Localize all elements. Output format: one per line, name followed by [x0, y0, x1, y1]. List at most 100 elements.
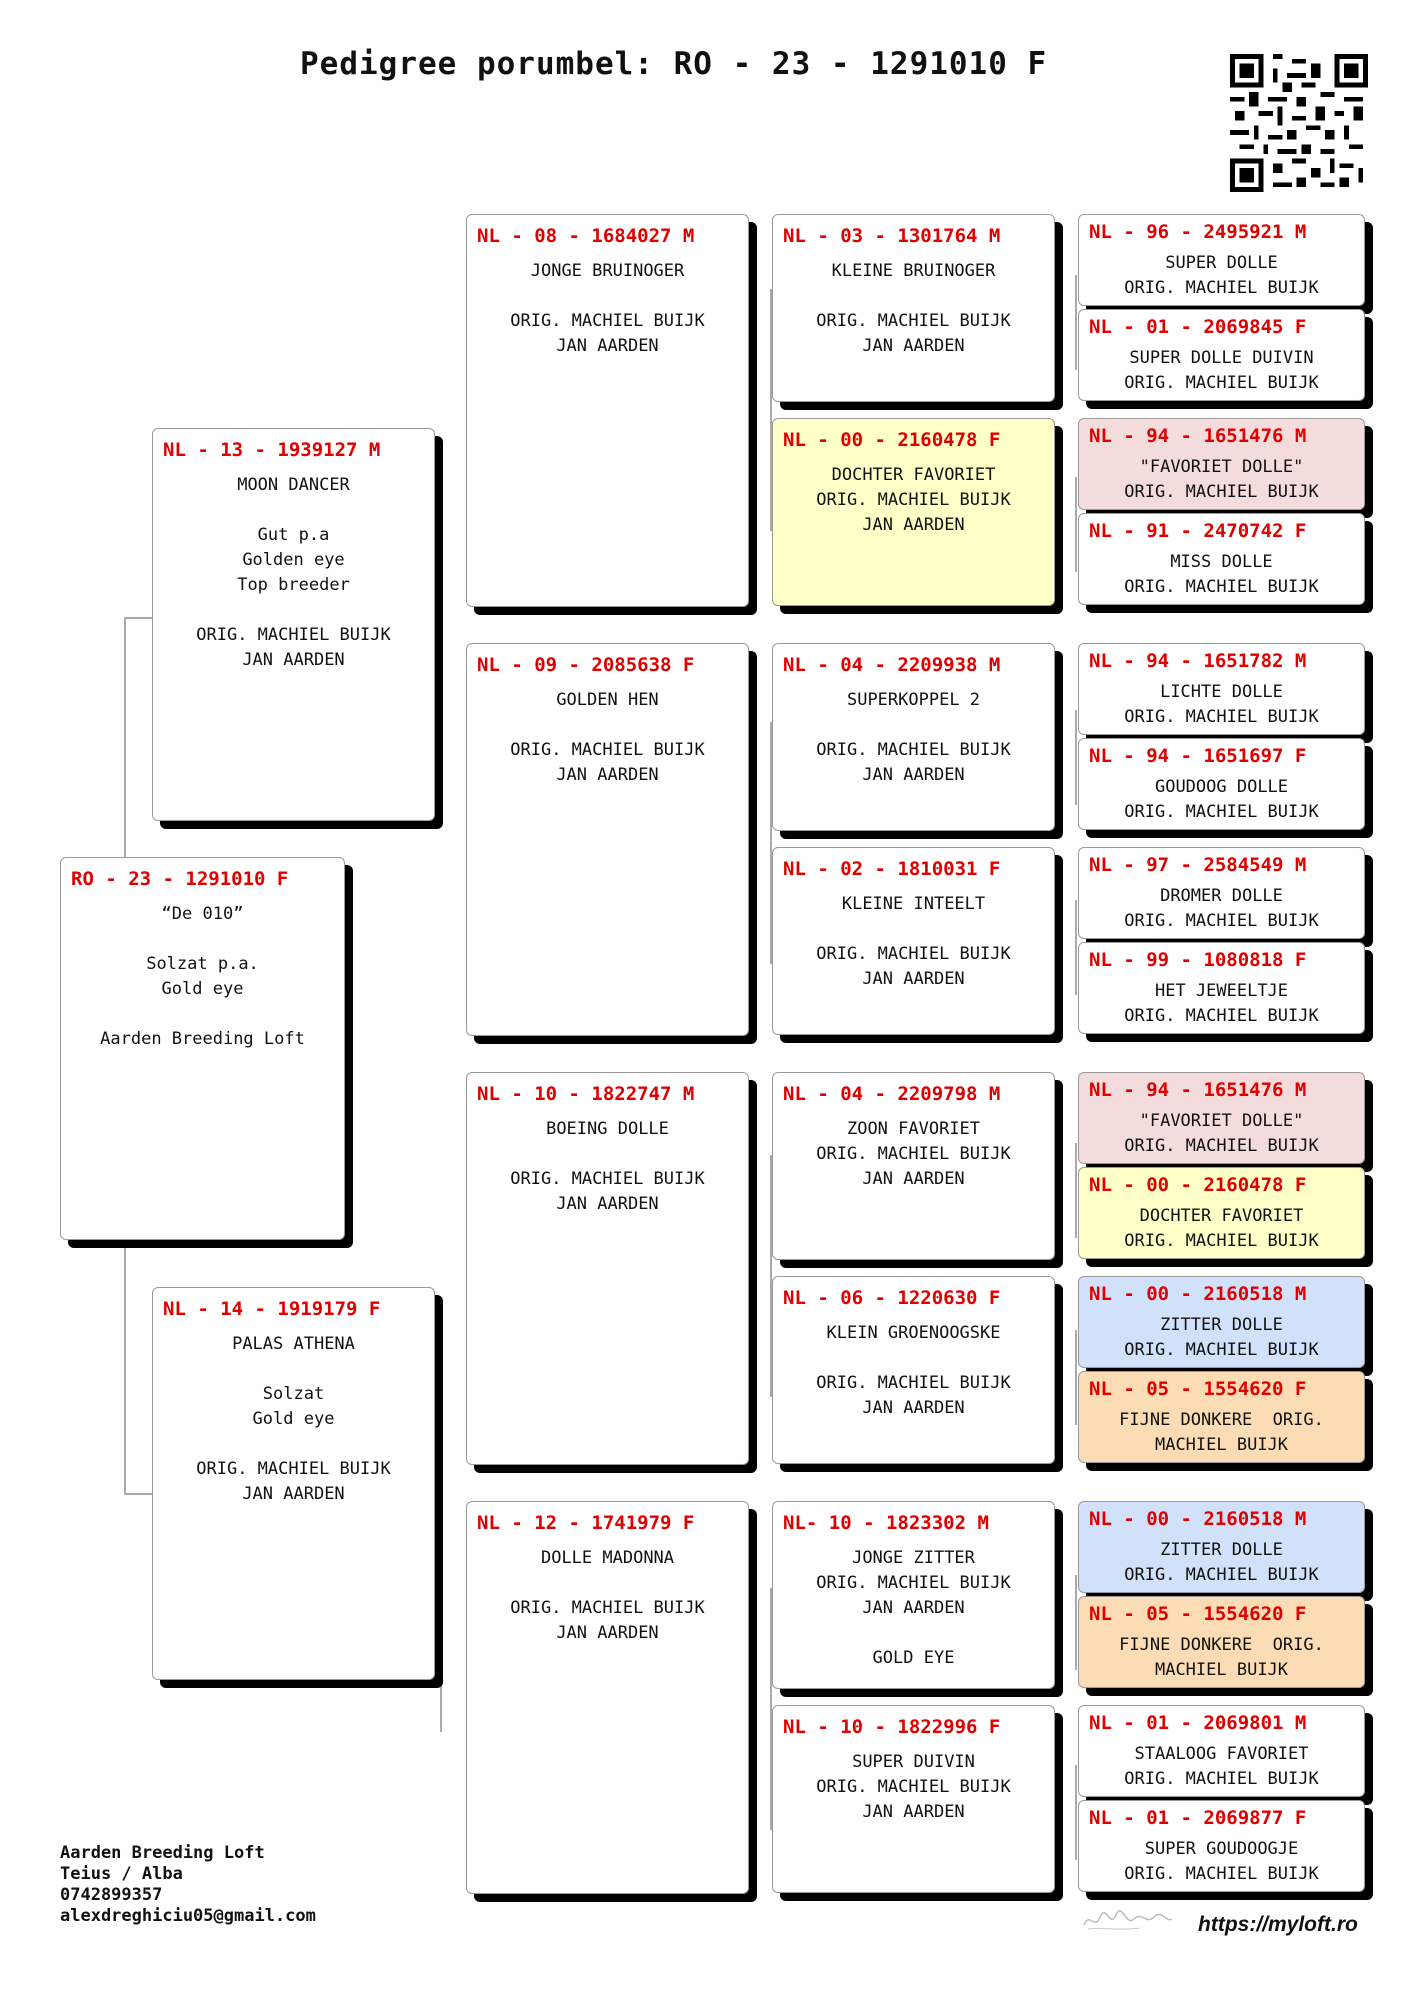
ring-number: NL - 09 - 2085638 F — [477, 654, 695, 676]
email-link[interactable]: alexdreghiciu05@gmail.com — [60, 1906, 316, 1926]
connector-line — [770, 1155, 772, 1397]
ring-number: NL - 99 - 1080818 F — [1089, 949, 1307, 971]
ring-number: NL - 00 - 2160478 F — [1089, 1174, 1307, 1196]
ring-number: NL - 03 - 1301764 M — [783, 225, 1001, 247]
pigeon-card-gen3[interactable]: NL - 08 - 1684027 M JONGE BRUINOGER ORIG… — [466, 214, 749, 607]
pigeon-card-gen4[interactable]: NL - 04 - 2209938 M SUPERKOPPEL 2 ORIG. … — [772, 643, 1055, 831]
qr-code-icon — [1230, 54, 1368, 192]
pigeon-card-gen5[interactable]: NL - 91 - 2470742 F MISS DOLLE ORIG. MAC… — [1078, 513, 1365, 605]
connector-line — [440, 1487, 442, 1732]
connector-line — [770, 722, 772, 964]
pigeon-card-gen4[interactable]: NL - 02 - 1810031 F KLEINE INTEELT ORIG.… — [772, 847, 1055, 1035]
pigeon-details: ZITTER DOLLE ORIG. MACHIEL BUIJK — [1124, 1540, 1319, 1585]
pigeon-details: FIJNE DONKERE ORIG. MACHIEL BUIJK — [1119, 1635, 1324, 1680]
connector-line — [1075, 275, 1077, 370]
pigeon-card-gen5[interactable]: NL - 00 - 2160478 F DOCHTER FAVORIET ORI… — [1078, 1167, 1365, 1259]
connector-line — [1075, 1575, 1077, 1670]
pigeon-card-gen5[interactable]: NL - 94 - 1651782 M LICHTE DOLLE ORIG. M… — [1078, 643, 1365, 735]
pigeon-card-gen5[interactable]: NL - 00 - 2160518 M ZITTER DOLLE ORIG. M… — [1078, 1276, 1365, 1368]
pigeon-card-sire[interactable]: NL - 13 - 1939127 M MOON DANCER Gut p.a … — [152, 428, 435, 821]
pigeon-details: SUPERKOPPEL 2 ORIG. MACHIEL BUIJK JAN AA… — [816, 690, 1011, 785]
pigeon-card-gen5[interactable]: NL - 05 - 1554620 F FIJNE DONKERE ORIG. … — [1078, 1371, 1365, 1463]
ring-number: NL - 05 - 1554620 F — [1089, 1603, 1307, 1625]
ring-number: NL - 94 - 1651782 M — [1089, 650, 1307, 672]
ring-number: NL - 94 - 1651697 F — [1089, 745, 1307, 767]
pigeon-card-gen5[interactable]: NL - 01 - 2069801 M STAALOOG FAVORIET OR… — [1078, 1705, 1365, 1797]
pigeon-card-gen4[interactable]: NL- 10 - 1823302 M JONGE ZITTER ORIG. MA… — [772, 1501, 1055, 1689]
pigeon-details: SUPER DOLLE DUIVIN ORIG. MACHIEL BUIJK — [1124, 348, 1319, 393]
pigeon-card-dam[interactable]: NL - 14 - 1919179 F PALAS ATHENA Solzat … — [152, 1287, 435, 1680]
connector-line — [1075, 1765, 1077, 1860]
pigeon-details: GOUDOOG DOLLE ORIG. MACHIEL BUIJK — [1124, 777, 1319, 822]
pigeon-details: MOON DANCER Gut p.a Golden eye Top breed… — [196, 475, 391, 670]
pigeon-details: ZOON FAVORIET ORIG. MACHIEL BUIJK JAN AA… — [816, 1119, 1011, 1189]
pigeon-details: STAALOOG FAVORIET ORIG. MACHIEL BUIJK — [1124, 1744, 1319, 1789]
website-link[interactable]: https://myloft.ro — [1198, 1913, 1358, 1936]
pigeon-card-gen5[interactable]: NL - 99 - 1080818 F HET JEWEELTJE ORIG. … — [1078, 942, 1365, 1034]
pigeon-details: HET JEWEELTJE ORIG. MACHIEL BUIJK — [1124, 981, 1319, 1026]
page-title: Pedigree porumbel: RO - 23 - 1291010 F — [300, 46, 1048, 82]
ring-number: NL- 10 - 1823302 M — [783, 1512, 989, 1534]
pigeon-details: SUPER GOUDOOGJE ORIG. MACHIEL BUIJK — [1124, 1839, 1319, 1884]
connector-line — [1075, 1330, 1077, 1425]
pigeon-card-gen4[interactable]: NL - 10 - 1822996 F SUPER DUIVIN ORIG. M… — [772, 1705, 1055, 1893]
pigeon-card-gen5[interactable]: NL - 05 - 1554620 F FIJNE DONKERE ORIG. … — [1078, 1596, 1365, 1688]
pigeon-card-gen4[interactable]: NL - 00 - 2160478 F DOCHTER FAVORIET ORI… — [772, 418, 1055, 606]
pigeon-card-gen3[interactable]: NL - 12 - 1741979 F DOLLE MADONNA ORIG. … — [466, 1501, 749, 1894]
pigeon-card-gen5[interactable]: NL - 01 - 2069845 F SUPER DOLLE DUIVIN O… — [1078, 309, 1365, 401]
ring-number: RO - 23 - 1291010 F — [71, 868, 289, 890]
ring-number: NL - 01 - 2069801 M — [1089, 1712, 1307, 1734]
pigeon-card-gen3[interactable]: NL - 09 - 2085638 F GOLDEN HEN ORIG. MAC… — [466, 643, 749, 1036]
pigeon-details: "FAVORIET DOLLE" ORIG. MACHIEL BUIJK — [1124, 1111, 1319, 1156]
ring-number: NL - 12 - 1741979 F — [477, 1512, 695, 1534]
phone-number: 0742899357 — [60, 1885, 163, 1905]
pigeon-card-gen4[interactable]: NL - 04 - 2209798 M ZOON FAVORIET ORIG. … — [772, 1072, 1055, 1260]
pigeon-details: DROMER DOLLE ORIG. MACHIEL BUIJK — [1124, 886, 1319, 931]
pigeon-card-gen5[interactable]: NL - 94 - 1651697 F GOUDOOG DOLLE ORIG. … — [1078, 738, 1365, 830]
pigeon-card-subject[interactable]: RO - 23 - 1291010 F “De 010” Solzat p.a.… — [60, 857, 345, 1240]
ring-number: NL - 04 - 2209938 M — [783, 654, 1001, 676]
ring-number: NL - 94 - 1651476 M — [1089, 1079, 1307, 1101]
pigeon-details: GOLDEN HEN ORIG. MACHIEL BUIJK JAN AARDE… — [510, 690, 705, 785]
pigeon-card-gen3[interactable]: NL - 10 - 1822747 M BOEING DOLLE ORIG. M… — [466, 1072, 749, 1465]
pigeon-card-gen4[interactable]: NL - 06 - 1220630 F KLEIN GROENOOGSKE OR… — [772, 1276, 1055, 1464]
ring-number: NL - 00 - 2160478 F — [783, 429, 1001, 451]
ring-number: NL - 00 - 2160518 M — [1089, 1283, 1307, 1305]
connector-line — [124, 1493, 152, 1495]
connector-line — [1075, 900, 1077, 995]
pigeon-details: KLEINE INTEELT ORIG. MACHIEL BUIJK JAN A… — [816, 894, 1011, 989]
pigeon-details: ZITTER DOLLE ORIG. MACHIEL BUIJK — [1124, 1315, 1319, 1360]
pigeon-details: JONGE ZITTER ORIG. MACHIEL BUIJK JAN AAR… — [816, 1548, 1011, 1668]
pigeon-details: PALAS ATHENA Solzat Gold eye ORIG. MACHI… — [196, 1334, 391, 1504]
ring-number: NL - 01 - 2069877 F — [1089, 1807, 1307, 1829]
connector-line — [124, 617, 152, 619]
pigeon-details: BOEING DOLLE ORIG. MACHIEL BUIJK JAN AAR… — [510, 1119, 705, 1214]
pigeon-details: LICHTE DOLLE ORIG. MACHIEL BUIJK — [1124, 682, 1319, 727]
pigeon-card-gen5[interactable]: NL - 94 - 1651476 M "FAVORIET DOLLE" ORI… — [1078, 418, 1365, 510]
pigeon-details: “De 010” Solzat p.a. Gold eye Aarden Bre… — [100, 904, 305, 1049]
myloft-signature-icon — [1083, 1910, 1173, 1930]
ring-number: NL - 14 - 1919179 F — [163, 1298, 381, 1320]
ring-number: NL - 96 - 2495921 M — [1089, 221, 1307, 243]
ring-number: NL - 10 - 1822996 F — [783, 1716, 1001, 1738]
pigeon-card-gen5[interactable]: NL - 00 - 2160518 M ZITTER DOLLE ORIG. M… — [1078, 1501, 1365, 1593]
ring-number: NL - 94 - 1651476 M — [1089, 425, 1307, 447]
connector-line — [124, 617, 126, 857]
ring-number: NL - 10 - 1822747 M — [477, 1083, 695, 1105]
pigeon-card-gen5[interactable]: NL - 01 - 2069877 F SUPER GOUDOOGJE ORIG… — [1078, 1800, 1365, 1892]
pigeon-card-gen5[interactable]: NL - 94 - 1651476 M "FAVORIET DOLLE" ORI… — [1078, 1072, 1365, 1164]
pigeon-card-gen5[interactable]: NL - 97 - 2584549 M DROMER DOLLE ORIG. M… — [1078, 847, 1365, 939]
pigeon-card-gen5[interactable]: NL - 96 - 2495921 M SUPER DOLLE ORIG. MA… — [1078, 214, 1365, 306]
pigeon-details: MISS DOLLE ORIG. MACHIEL BUIJK — [1124, 552, 1319, 597]
pigeon-details: DOLLE MADONNA ORIG. MACHIEL BUIJK JAN AA… — [510, 1548, 705, 1643]
ring-number: NL - 02 - 1810031 F — [783, 858, 1001, 880]
ring-number: NL - 08 - 1684027 M — [477, 225, 695, 247]
pigeon-card-gen4[interactable]: NL - 03 - 1301764 M KLEINE BRUINOGER ORI… — [772, 214, 1055, 402]
pigeon-details: KLEIN GROENOOGSKE ORIG. MACHIEL BUIJK JA… — [816, 1323, 1011, 1418]
ring-number: NL - 01 - 2069845 F — [1089, 316, 1307, 338]
connector-line — [1075, 1143, 1077, 1238]
loft-location: Teius / Alba — [60, 1864, 183, 1884]
connector-line — [770, 289, 772, 531]
pigeon-details: SUPER DOLLE ORIG. MACHIEL BUIJK — [1124, 253, 1319, 298]
pigeon-details: "FAVORIET DOLLE" ORIG. MACHIEL BUIJK — [1124, 457, 1319, 502]
